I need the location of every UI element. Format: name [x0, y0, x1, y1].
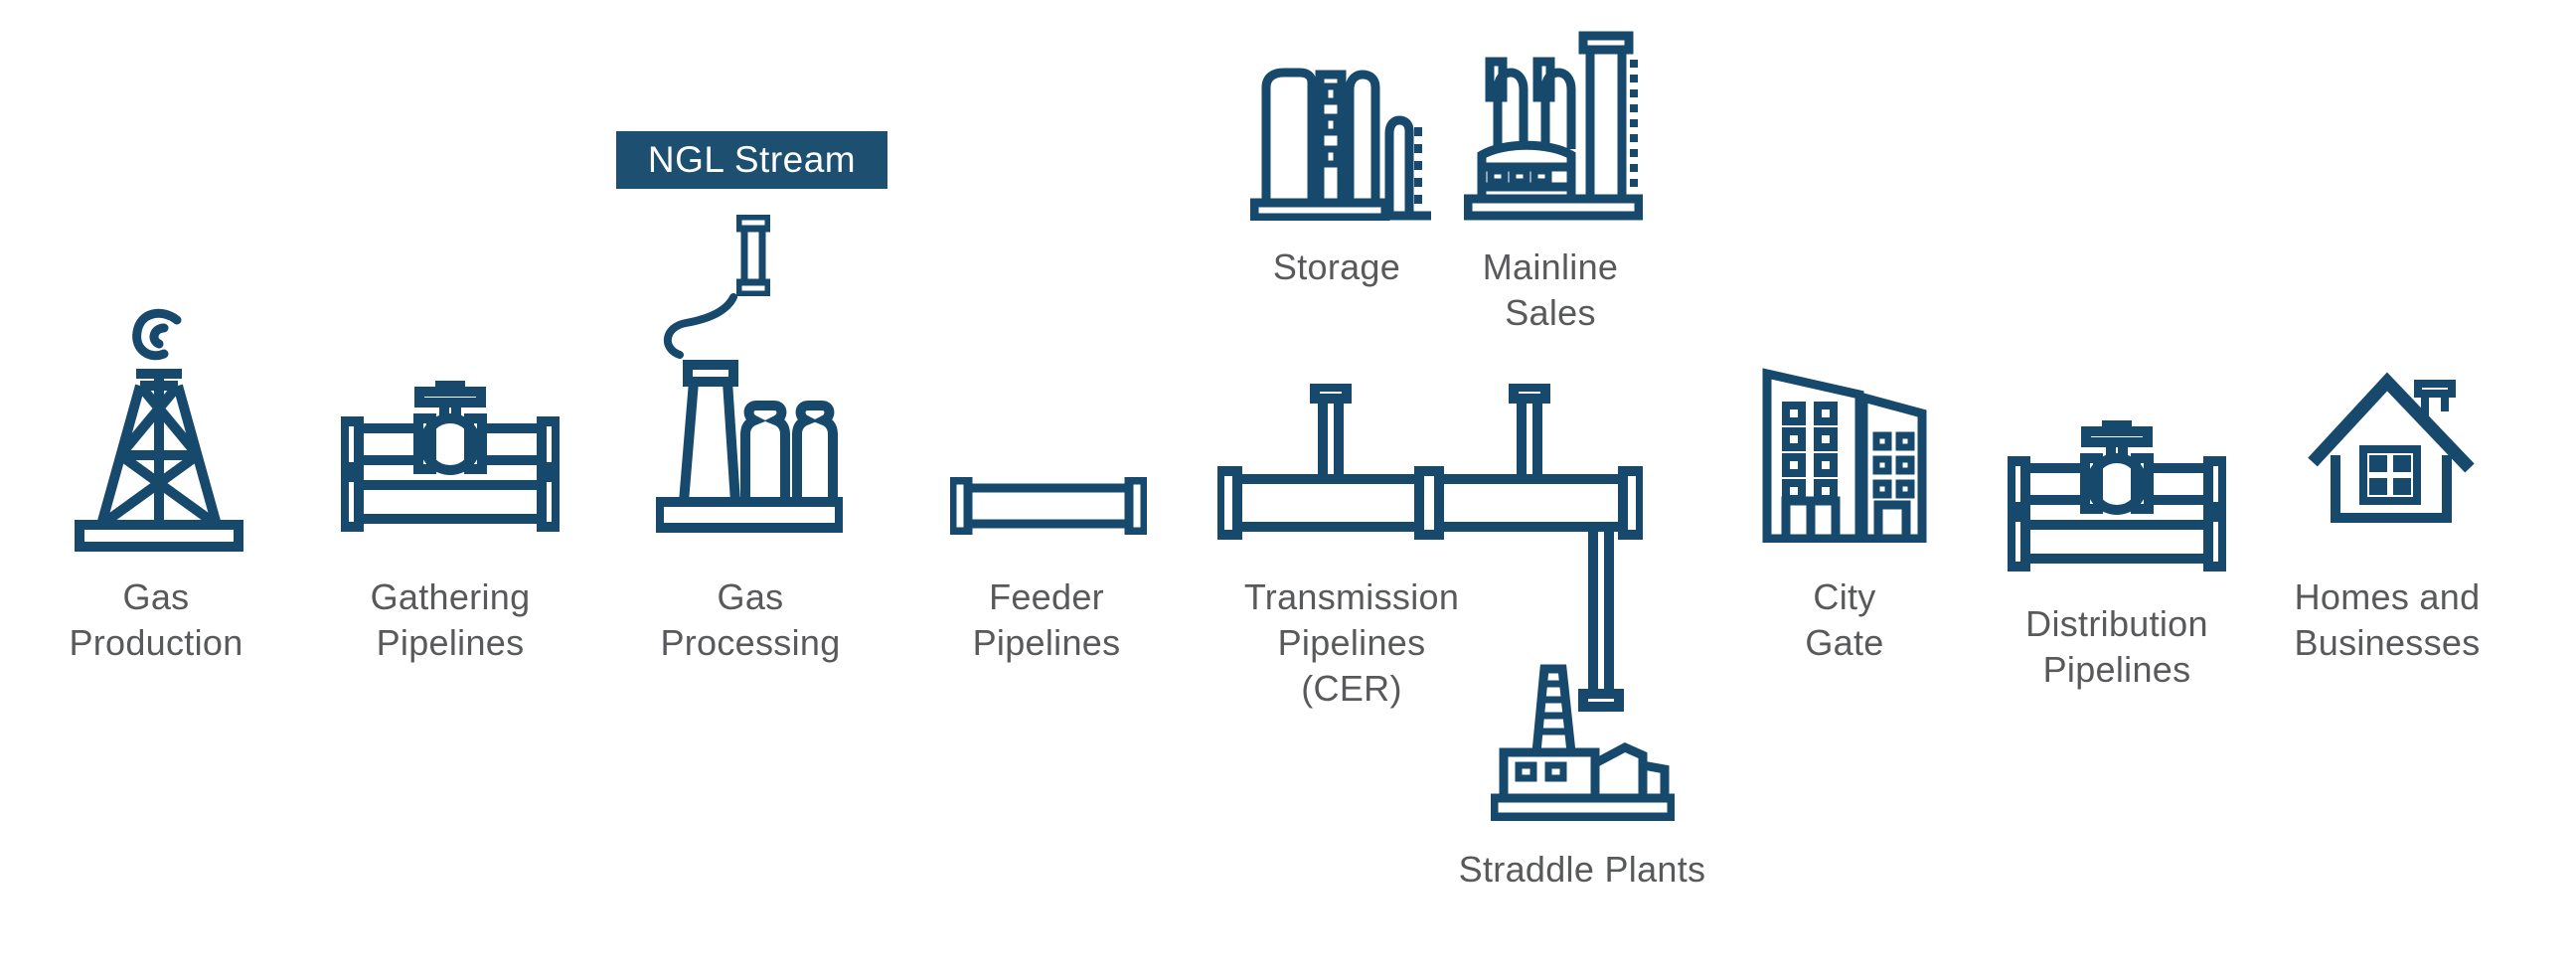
city-gate-label: City Gate	[1805, 576, 1884, 663]
straddle-plants-label: Straddle Plants	[1458, 849, 1706, 890]
distribution-pipeline-valve-icon	[2008, 420, 2226, 571]
gas-processing-plant-icon	[656, 293, 843, 537]
mainline-sales-label: Mainline Sales	[1482, 246, 1619, 333]
transmission-pipelines-label: Transmission Pipelines (CER)	[1243, 576, 1460, 709]
homes-businesses-label: Homes and Businesses	[2294, 576, 2481, 663]
storage-tanks-icon	[1250, 64, 1434, 221]
feeder-pipe-icon	[950, 477, 1147, 535]
distribution-pipelines-label: Distribution Pipelines	[2025, 603, 2208, 690]
refinery-icon	[1464, 22, 1643, 221]
gathering-pipeline-valve-icon	[341, 381, 560, 532]
gathering-pipelines-label: Gathering Pipelines	[370, 576, 531, 663]
gas-processing-label: Gas Processing	[660, 576, 841, 663]
gas-production-label: Gas Production	[69, 576, 243, 663]
city-buildings-icon	[1760, 348, 1931, 543]
straddle-plant-icon	[1491, 662, 1675, 821]
house-icon	[2306, 366, 2477, 527]
gas-derrick-icon	[75, 306, 243, 555]
storage-label: Storage	[1272, 246, 1401, 287]
ngl-stream-pipe-icon	[736, 215, 770, 296]
ngl-stream-badge: NGL Stream	[616, 131, 887, 189]
feeder-pipelines-label: Feeder Pipelines	[972, 576, 1121, 663]
